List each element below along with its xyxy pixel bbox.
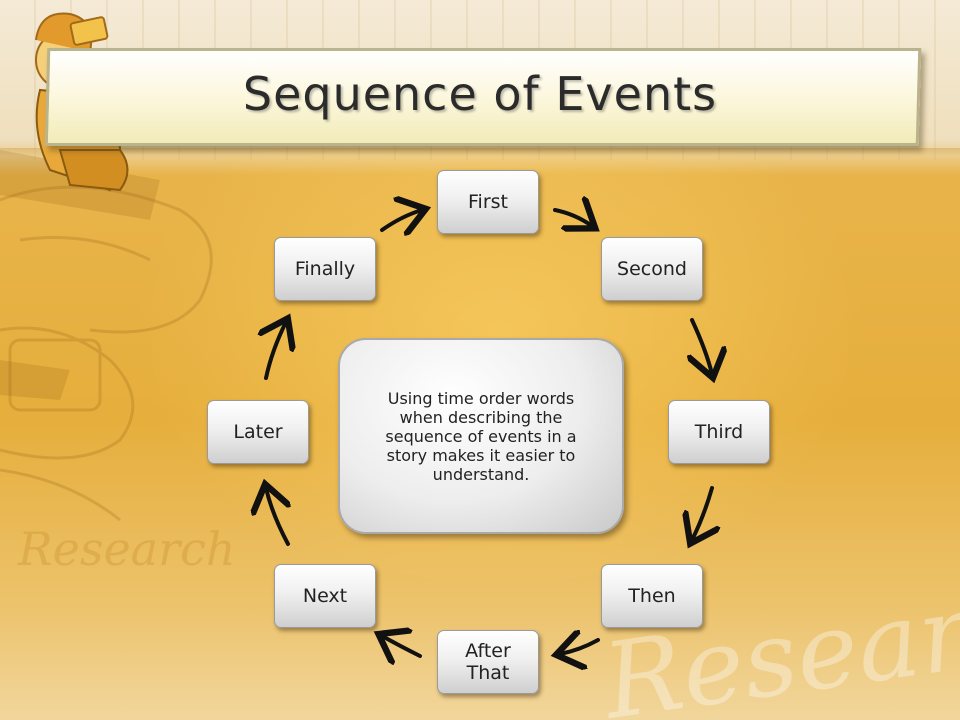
arrow-next-later (266, 488, 288, 546)
node-next: Next (274, 564, 376, 628)
node-second: Second (601, 237, 703, 301)
center-description: Using time order words when describing t… (385, 388, 577, 484)
node-first: First (437, 170, 539, 234)
node-label: Finally (294, 258, 356, 280)
node-label: Second (617, 258, 687, 280)
node-finally: Finally (274, 237, 376, 301)
slide-title: Sequence of Events (242, 67, 718, 121)
arrow-after-next (382, 636, 422, 656)
node-label: After That (465, 640, 511, 684)
center-description-box: Using time order words when describing t… (338, 338, 624, 534)
node-label: Later (233, 421, 283, 443)
node-then: Then (601, 564, 703, 628)
node-label: Then (628, 585, 676, 607)
arrow-finally-first (380, 210, 422, 230)
node-label: First (468, 191, 508, 213)
node-third: Third (668, 400, 770, 464)
node-label: Third (694, 421, 744, 443)
svg-text:Research: Research (17, 522, 236, 576)
node-later: Later (207, 400, 309, 464)
node-label: Next (302, 585, 348, 607)
arrow-later-finally (266, 322, 286, 380)
arrow-first-second (553, 210, 592, 226)
arrow-second-third (692, 318, 712, 374)
header-divider (0, 148, 960, 156)
node-after-that: After That (437, 630, 539, 694)
arrow-then-after (560, 640, 600, 654)
arrow-third-then (692, 486, 712, 540)
